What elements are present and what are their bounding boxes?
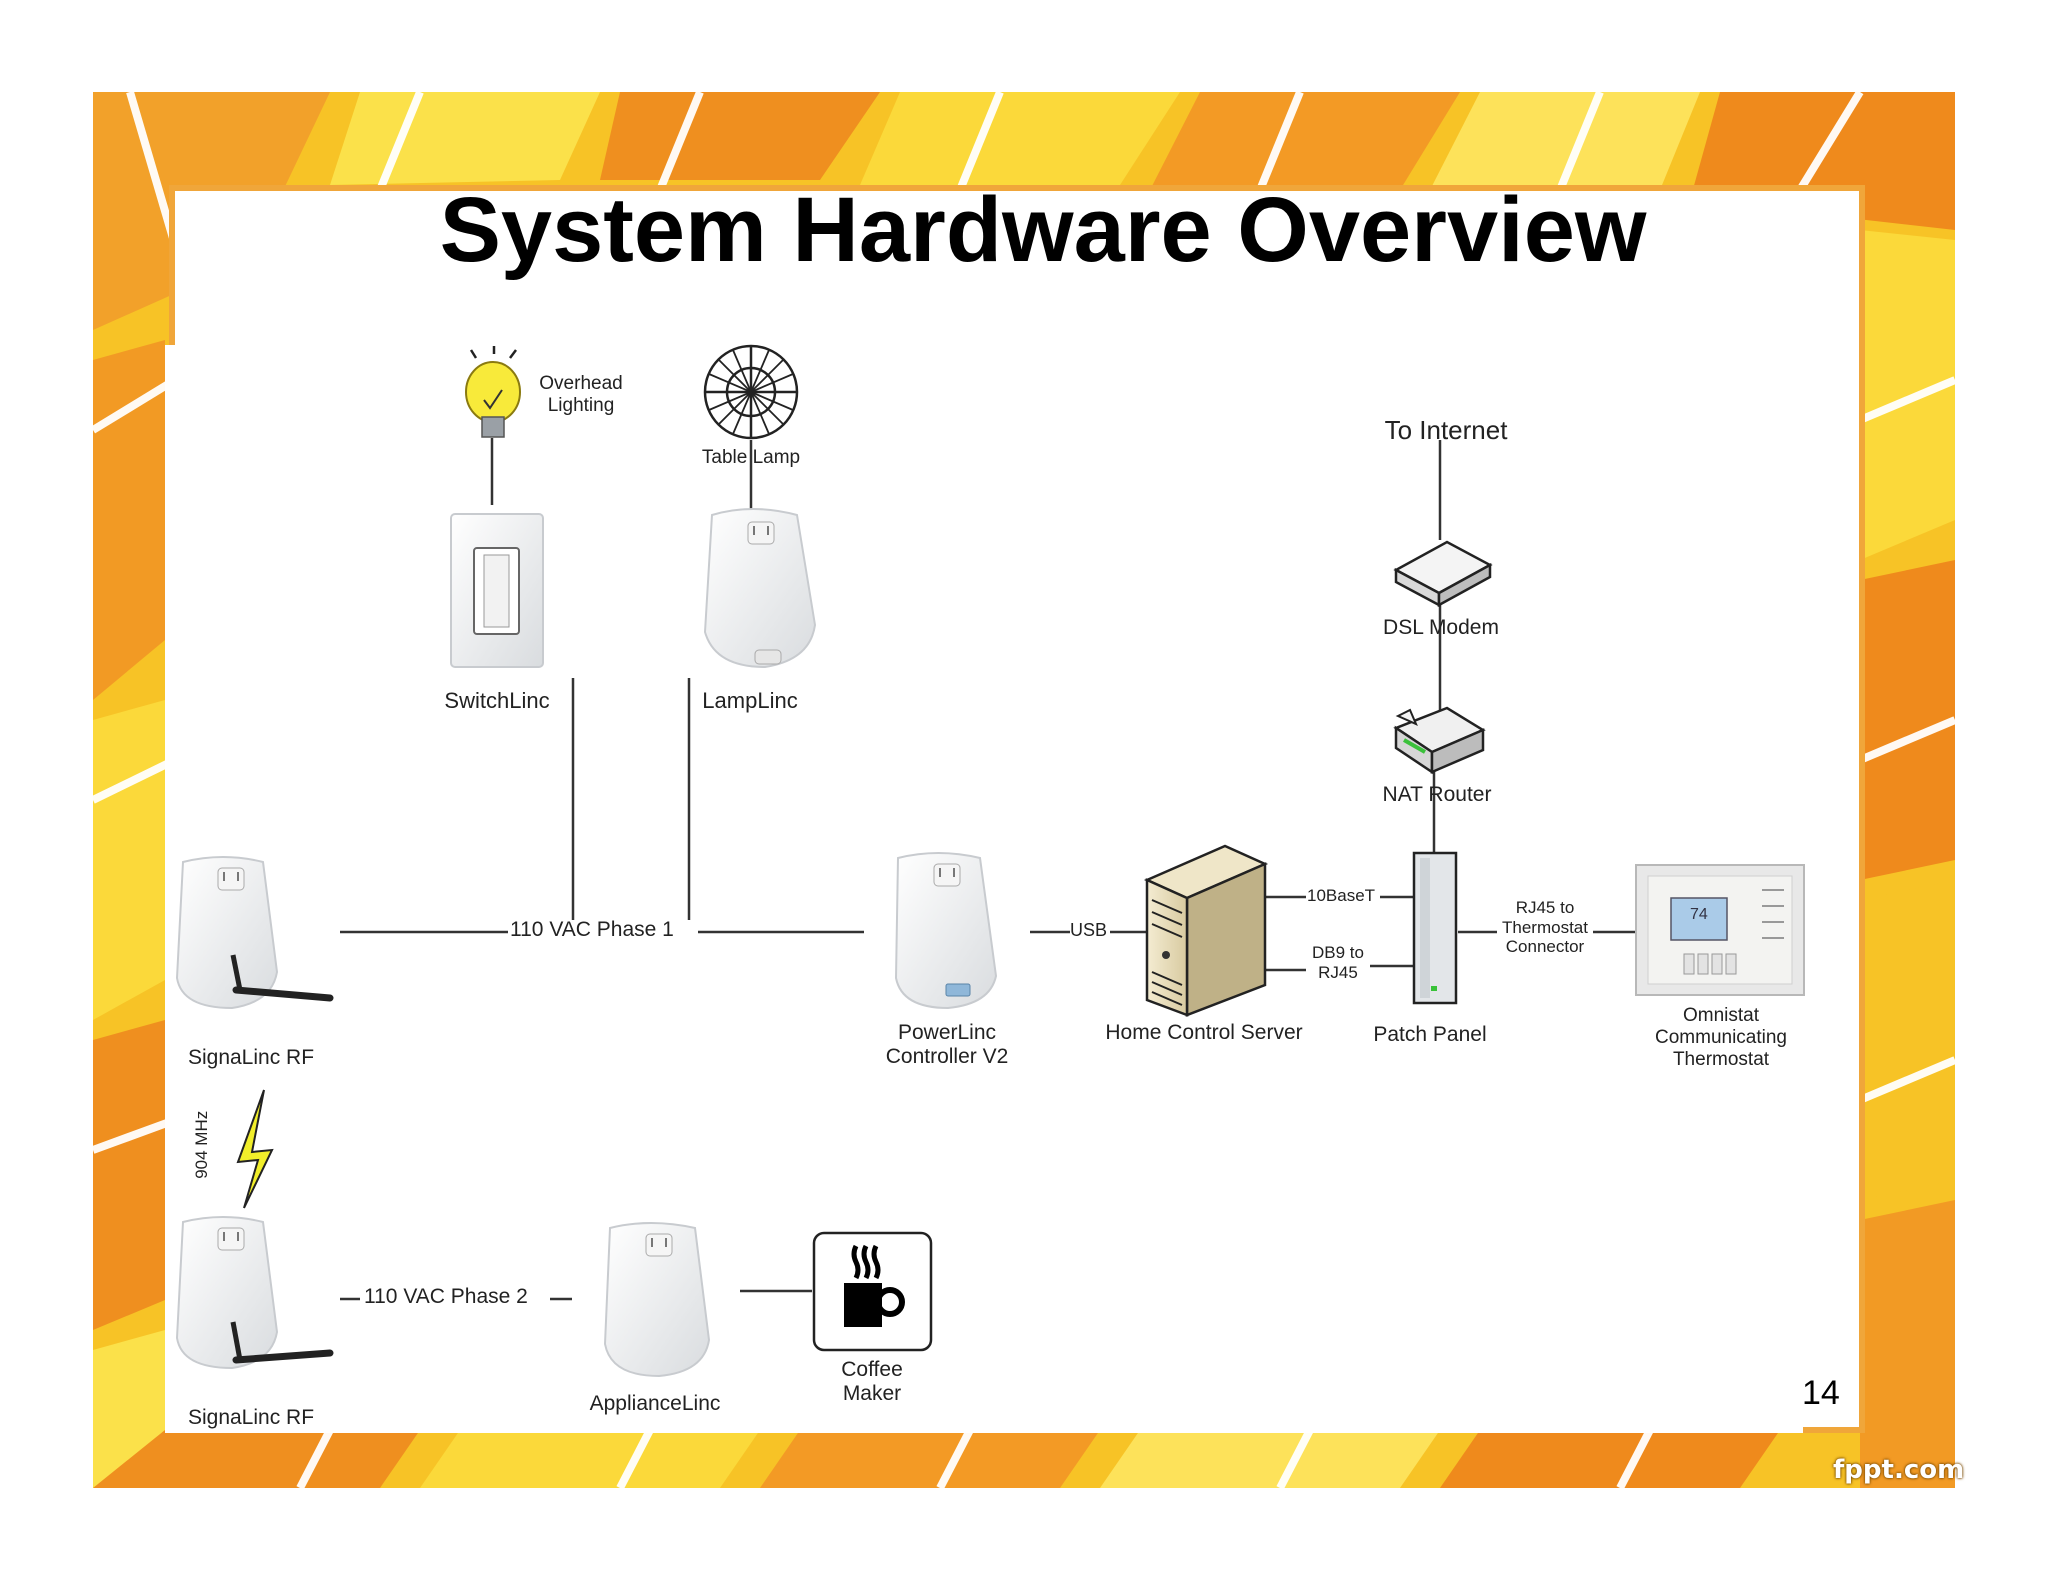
coffee-maker-label: Coffee Maker	[841, 1358, 903, 1406]
switchlinc-device	[450, 513, 544, 668]
tenbaset-label: 10BaseT	[1307, 886, 1376, 905]
lightbulb-icon	[465, 346, 521, 438]
usb-label: USB	[1070, 920, 1108, 940]
signalinc-rf-top-device	[175, 856, 334, 1010]
thermostat-display-readout: 74	[1690, 906, 1708, 923]
powerlinc-device	[894, 852, 998, 1010]
slide-title: System Hardware Overview	[439, 179, 1647, 281]
connection-lines	[340, 438, 1636, 1301]
patch-panel-label: Patch Panel	[1373, 1023, 1487, 1046]
lamplinc-device	[703, 508, 817, 669]
patch-panel-icon	[1412, 851, 1458, 1005]
db9-label: DB9 to RJ45	[1312, 943, 1364, 982]
home-control-server-label: Home Control Server	[1105, 1021, 1303, 1044]
page-number: 14	[1802, 1374, 1840, 1412]
nat-router-icon	[1393, 706, 1486, 775]
dsl-modem-label: DSL Modem	[1383, 616, 1499, 639]
coffee-maker-icon	[812, 1231, 933, 1352]
appliancelinc-device	[603, 1222, 711, 1378]
rj45-label: RJ45 to Thermostat Connector	[1502, 898, 1588, 957]
to-internet-label: To Internet	[1384, 415, 1508, 445]
signalinc-rf-bottom-device	[175, 1216, 334, 1370]
phase1-label: 110 VAC Phase 1	[510, 918, 674, 941]
overhead-lighting-label: Overhead Lighting	[539, 373, 623, 416]
lightning-bolt-icon	[236, 1089, 274, 1209]
server-icon	[1143, 844, 1269, 1017]
rf-frequency-label: 904 MHz	[192, 1110, 212, 1179]
table-lamp-icon	[703, 344, 799, 440]
signalinc-rf-top-label: SignaLinc RF	[187, 1046, 315, 1069]
thermostat-label: Omnistat Communicating Thermostat	[1655, 1005, 1787, 1070]
switchlinc-label: SwitchLinc	[444, 688, 550, 713]
phase2-label: 110 VAC Phase 2	[364, 1285, 528, 1308]
watermark-logo: fppt.com	[1833, 1455, 1965, 1485]
table-lamp-label: Table Lamp	[701, 447, 801, 468]
signalinc-rf-bottom-label: SignaLinc RF	[187, 1406, 315, 1429]
powerlinc-label: PowerLinc Controller V2	[885, 1021, 1009, 1069]
thermostat-device	[1635, 864, 1805, 996]
appliancelinc-label: ApplianceLinc	[589, 1392, 721, 1415]
dsl-modem-icon	[1393, 540, 1493, 608]
nat-router-label: NAT Router	[1382, 783, 1492, 806]
lamplinc-label: LampLinc	[702, 688, 798, 713]
